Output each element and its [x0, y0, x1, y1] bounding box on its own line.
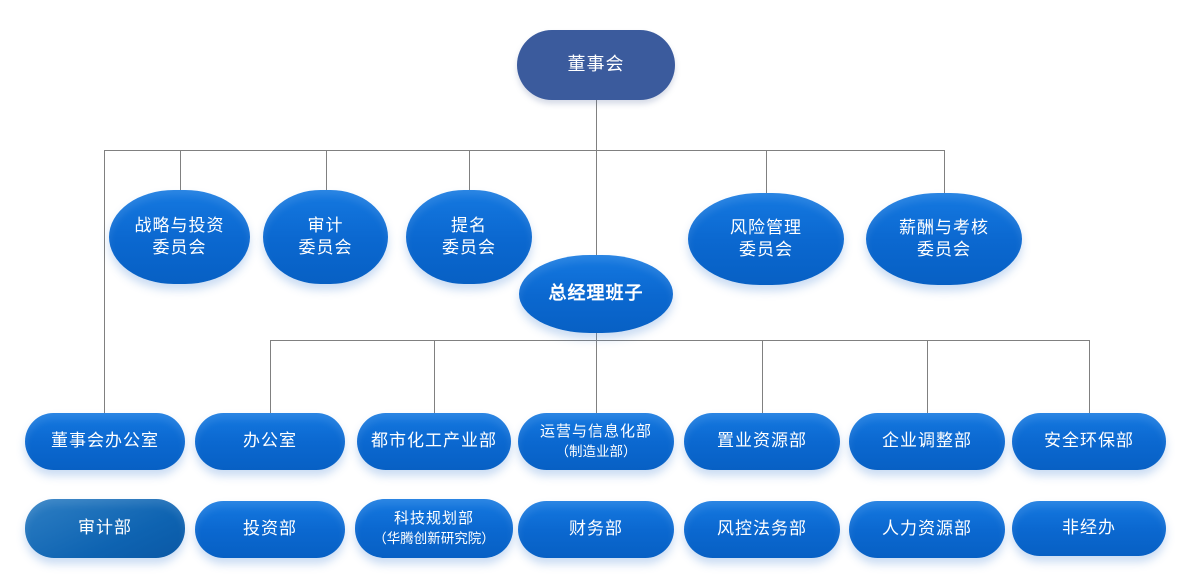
connector-board-to-gm: [596, 100, 597, 255]
node-enterprise-adjustment-dept: 企业调整部: [849, 413, 1005, 470]
committee-label-line1: 审计: [307, 215, 344, 235]
connector-drop-risk-committee: [766, 150, 767, 193]
node-non-operating-office: 非经办: [1012, 501, 1166, 556]
node-office: 办公室: [195, 413, 345, 470]
node-tech-planning-dept: 科技规划部 （华腾创新研究院）: [355, 499, 513, 558]
committee-label-line2: 委员会: [298, 238, 353, 257]
committee-label-line1: 战略与投资: [134, 215, 225, 235]
node-audit-committee: 审计 委员会: [263, 190, 388, 284]
node-sublabel: （华腾创新研究院）: [373, 531, 495, 547]
committee-label-line1: 薪酬与考核: [899, 217, 989, 237]
connector-drop-enterprise-adjustment: [927, 340, 928, 413]
node-property-resources-dept: 置业资源部: [684, 413, 840, 470]
node-label: 风控法务部: [717, 519, 807, 539]
node-label: 审计部: [78, 518, 132, 538]
connector-drop-office: [270, 340, 271, 413]
node-board-label: 董事会: [567, 54, 625, 75]
node-audit-dept: 审计部: [25, 499, 185, 558]
connector-drop-safety-environment: [1089, 340, 1090, 413]
node-risk-legal-dept: 风控法务部: [684, 501, 840, 558]
node-label: 人力资源部: [882, 519, 972, 539]
connector-level2-horizontal: [270, 340, 1089, 341]
committee-label-line2: 委员会: [152, 238, 207, 257]
node-investment-dept: 投资部: [195, 501, 345, 558]
node-label: 置业资源部: [717, 431, 807, 451]
node-gm-team-label: 总经理班子: [548, 283, 644, 304]
node-label: 科技规划部: [393, 509, 474, 527]
node-label: 运营与信息化部: [539, 422, 652, 440]
connector-drop-property-resources: [762, 340, 763, 413]
node-label: 办公室: [243, 431, 297, 451]
node-nomination-committee: 提名 委员会: [406, 190, 532, 284]
node-strategy-investment-committee: 战略与投资 委员会: [109, 190, 250, 284]
node-urban-chemical-dept: 都市化工产业部: [357, 413, 511, 470]
committee-label-line2: 委员会: [739, 240, 793, 259]
connector-drop-board-office: [104, 150, 105, 413]
node-board-office: 董事会办公室: [25, 413, 185, 470]
node-label: 非经办: [1062, 518, 1116, 538]
committee-label-line1: 风险管理: [730, 217, 802, 237]
node-label: 企业调整部: [882, 431, 972, 451]
connector-level1-horizontal: [104, 150, 944, 151]
node-label: 都市化工产业部: [371, 431, 497, 451]
node-label: 财务部: [569, 519, 623, 539]
connector-gm-to-level2: [596, 333, 597, 413]
node-compensation-assessment-committee: 薪酬与考核 委员会: [866, 193, 1022, 285]
node-gm-team: 总经理班子: [519, 255, 673, 333]
node-sublabel: （制造业部）: [555, 444, 637, 460]
node-label: 董事会办公室: [51, 431, 159, 451]
node-board: 董事会: [517, 30, 675, 100]
node-label: 安全环保部: [1044, 431, 1134, 451]
connector-drop-nomination-committee: [469, 150, 470, 191]
node-risk-management-committee: 风险管理 委员会: [688, 193, 844, 285]
node-hr-dept: 人力资源部: [849, 501, 1005, 558]
connector-drop-urban-chemical: [434, 340, 435, 413]
committee-label-line2: 委员会: [442, 238, 496, 257]
connector-drop-strategy-committee: [180, 150, 181, 191]
committee-label-line2: 委员会: [917, 240, 971, 259]
connector-drop-compensation-committee: [944, 150, 945, 193]
node-finance-dept: 财务部: [518, 501, 674, 558]
node-label: 投资部: [243, 519, 297, 539]
node-operations-informatization-dept: 运营与信息化部 （制造业部）: [518, 413, 674, 470]
committee-label-line1: 提名: [451, 215, 487, 235]
node-safety-environment-dept: 安全环保部: [1012, 413, 1166, 470]
connector-drop-audit-committee: [326, 150, 327, 191]
